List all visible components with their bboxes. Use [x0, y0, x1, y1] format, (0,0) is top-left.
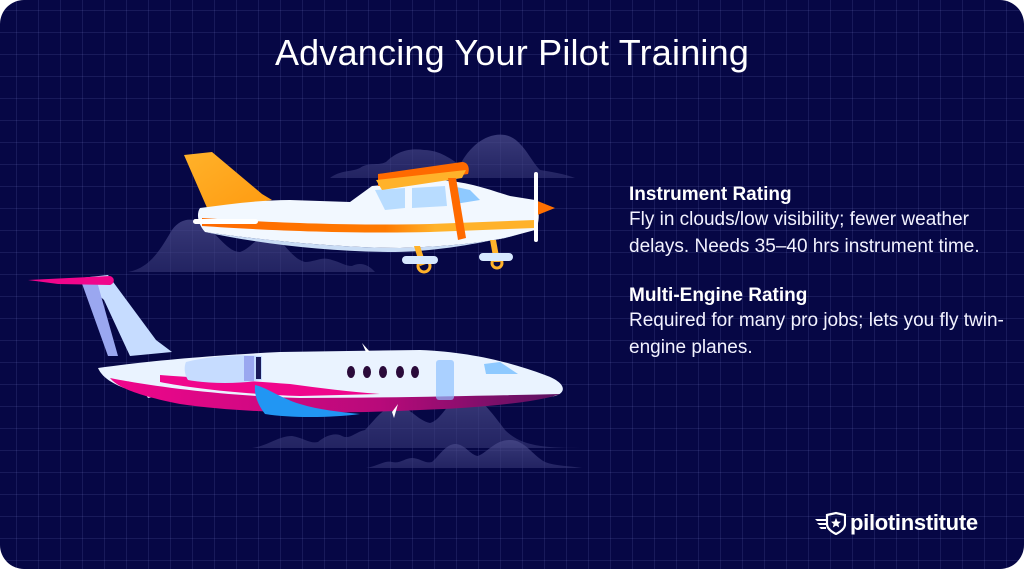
brand-logo: pilotinstitute [814, 510, 978, 536]
multi-engine-rating-section: Multi-Engine Rating Required for many pr… [629, 284, 1009, 361]
section-body: Fly in clouds/low visibility; fewer weat… [629, 209, 980, 257]
propeller-plane-icon [184, 152, 555, 274]
section-body: Required for many pro jobs; lets you fly… [629, 310, 1004, 358]
business-jet-icon [28, 275, 563, 418]
section-heading: Instrument Rating [629, 184, 792, 205]
page-title: Advancing Your Pilot Training [274, 32, 750, 73]
section-heading: Multi-Engine Rating [629, 285, 808, 306]
cloud-icon [128, 134, 575, 272]
logo-text: pilotinstitute [850, 510, 978, 535]
cloud-icon [252, 394, 582, 468]
instrument-rating-section: Instrument Rating Fly in clouds/low visi… [629, 183, 1009, 260]
airplanes-illustration [28, 134, 582, 468]
winged-shield-star-icon [815, 511, 846, 535]
ratings-list: Instrument Rating Fly in clouds/low visi… [629, 183, 1009, 385]
